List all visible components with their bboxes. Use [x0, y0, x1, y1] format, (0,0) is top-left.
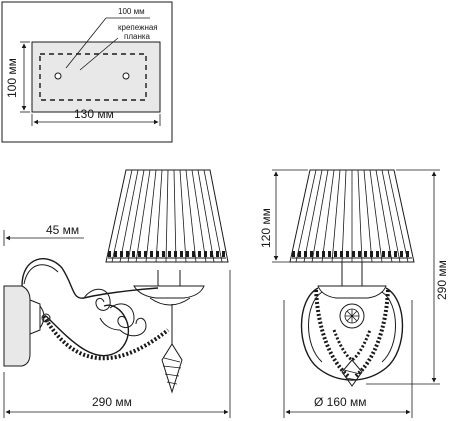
- candle-cup-side: [133, 285, 205, 299]
- front-bead-chain-right: [354, 289, 390, 378]
- lampshade-front: [289, 169, 415, 263]
- candle-cup-front: [317, 285, 387, 299]
- decorative-scrolls: [83, 288, 147, 337]
- mount-plate: [31, 41, 161, 113]
- lamp-arm: [45, 304, 130, 357]
- total-height-label: 290 мм: [435, 260, 449, 300]
- projection-label: 45 мм: [46, 223, 79, 237]
- plate-width-label: 130 мм: [74, 107, 114, 121]
- hole-spacing-label: 100 мм: [118, 7, 145, 16]
- side-view: 45 мм 290 мм: [3, 169, 231, 418]
- central-medallion: [339, 303, 365, 329]
- lampshade-side: [105, 169, 229, 263]
- bead-chain: [42, 315, 170, 361]
- front-crystal-pendant: [341, 359, 363, 387]
- front-arm-ring: [300, 287, 404, 381]
- plate-label-line1: крепежная: [118, 23, 158, 32]
- front-bead-chain-left: [314, 289, 350, 378]
- mount-hole-left: [54, 72, 62, 80]
- shade-height-label: 120 мм: [259, 208, 273, 248]
- plate-height-label: 100 мм: [5, 58, 19, 98]
- diameter-label: Ø 160 мм: [314, 395, 367, 409]
- wall-bracket: [3, 285, 31, 367]
- side-width-label: 290 мм: [92, 395, 132, 409]
- plate-label-line2: планка: [124, 32, 151, 41]
- mount-plate-detail: 100 мм крепежная планка 100 мм 130 мм: [1, 1, 173, 143]
- crystal-pendant: [161, 304, 183, 394]
- plate-dashed-outline: [39, 53, 147, 101]
- front-view: 120 мм 290 мм Ø 160 мм: [259, 169, 449, 418]
- mount-hole-right: [122, 72, 130, 80]
